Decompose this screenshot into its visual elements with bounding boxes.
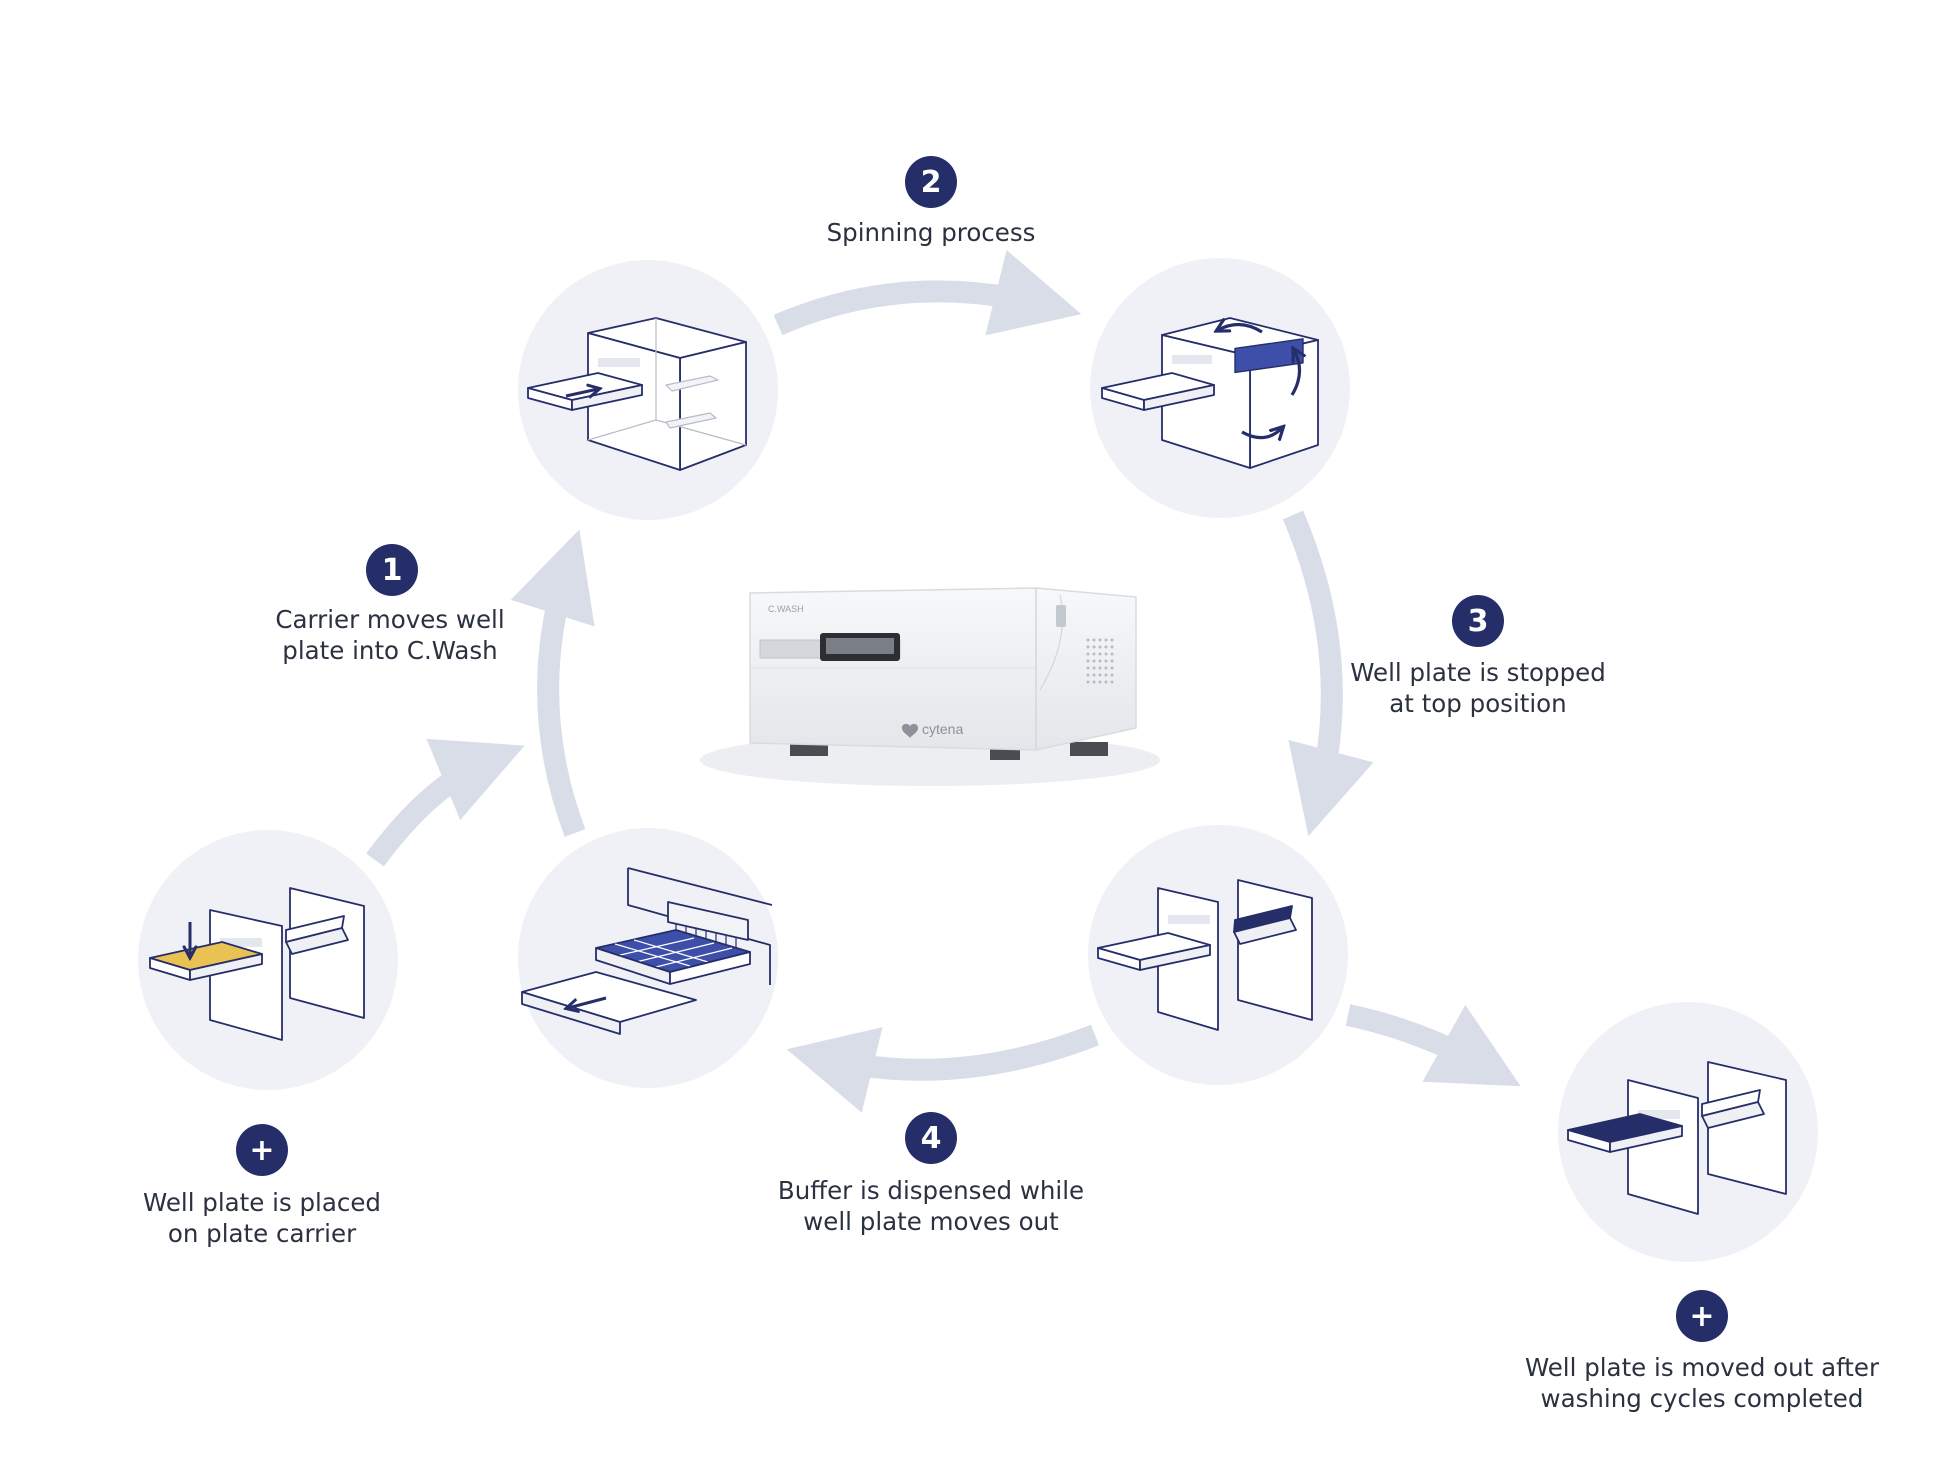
step-3-illustration (1097, 879, 1313, 1031)
end-caption-line-2: washing cycles completed (1540, 1384, 1864, 1413)
end-badge: + (1676, 1290, 1728, 1342)
step-3-caption-line-1: Well plate is stopped (1350, 658, 1606, 687)
step-4-caption-line-2: well plate moves out (803, 1207, 1059, 1236)
start-illustration (149, 887, 365, 1041)
rotation-arrows-icon (1218, 324, 1300, 437)
step-3-caption-line-2: at top position (1389, 689, 1567, 718)
step-3-badge: 3 (1452, 595, 1504, 647)
flow-arrow-start-to-1 (366, 738, 525, 867)
flow-arrow-2-to-3 (1282, 510, 1374, 837)
flow-arrow-3-to-4 (786, 1024, 1100, 1113)
step-4-caption-line-1: Buffer is dispensed while (777, 1176, 1085, 1205)
step-2-illustration (1101, 317, 1319, 469)
step-1-badge: 1 (366, 544, 418, 596)
start-badge: + (236, 1124, 288, 1176)
step-4-illustration (521, 867, 773, 1035)
flow-arrows (366, 250, 1521, 1113)
end-illustration (1567, 1061, 1787, 1215)
step-2-badge: 2 (905, 156, 957, 208)
step-4-caption: Buffer is dispensed while well plate mov… (721, 1175, 1141, 1237)
step-1-caption-line-2: plate into C.Wash (282, 636, 498, 665)
start-caption: Well plate is placed on plate carrier (52, 1187, 472, 1249)
arrow-right-icon (565, 389, 598, 396)
end-caption-line-1: Well plate is moved out after (1524, 1353, 1880, 1382)
step-3-caption: Well plate is stopped at top position (1268, 657, 1688, 719)
c-wash-device: C.WASH cytena (700, 587, 1160, 786)
heart-logo-icon (901, 723, 919, 738)
start-caption-line-1: Well plate is placed (143, 1188, 381, 1217)
flow-arrow-1-to-2 (773, 250, 1082, 336)
step-4-badge: 4 (905, 1112, 957, 1164)
step-2-caption-line-1: Spinning process (826, 218, 1036, 247)
step-1-illustration (527, 317, 747, 471)
device-brand: cytena (922, 721, 963, 737)
step-2-caption: Spinning process (721, 217, 1141, 248)
arrow-left-icon (568, 996, 607, 1008)
start-caption-line-2: on plate carrier (167, 1219, 357, 1248)
step-1-caption-line-1: Carrier moves well (275, 605, 505, 634)
step-1-caption: Carrier moves well plate into C.Wash (180, 604, 600, 666)
device-label: C.WASH (768, 604, 804, 614)
flow-arrow-3-to-end (1345, 1004, 1521, 1087)
flow-arrow-4-to-1 (510, 529, 595, 837)
end-caption: Well plate is moved out after washing cy… (1492, 1352, 1912, 1414)
